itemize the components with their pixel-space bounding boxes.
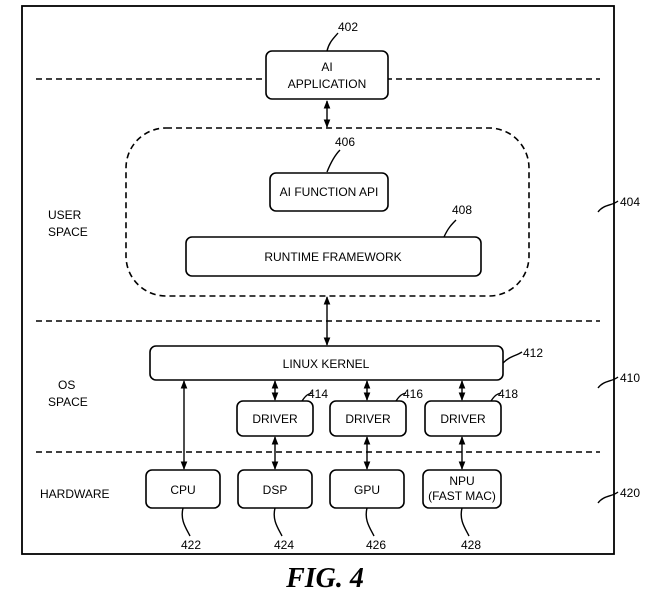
ref-leader-422 xyxy=(181,507,191,537)
region-user-space-line2: SPACE xyxy=(48,225,88,239)
driver-1-box xyxy=(236,400,314,437)
cpu-label: CPU xyxy=(170,483,195,497)
ref-428: 428 xyxy=(461,538,481,552)
ref-leader-402 xyxy=(326,32,339,52)
outer-frame xyxy=(21,5,615,555)
region-os-space-line2: SPACE xyxy=(48,395,88,409)
ref-424: 424 xyxy=(274,538,294,552)
ai-application-line2: APPLICATION xyxy=(288,77,366,91)
ref-404: 404 xyxy=(620,195,640,209)
ref-leader-412 xyxy=(502,351,523,364)
runtime-framework-label: RUNTIME FRAMEWORK xyxy=(264,250,401,264)
ai-function-api-box xyxy=(269,172,389,212)
runtime-group xyxy=(125,127,530,297)
figure-caption: FIG. 4 xyxy=(285,563,364,594)
driver-2-box xyxy=(329,400,407,437)
npu-label-line2: (FAST MAC) xyxy=(428,489,496,503)
ref-leader-410 xyxy=(597,376,619,389)
ref-408: 408 xyxy=(452,203,472,217)
driver-2-label: DRIVER xyxy=(345,412,391,426)
driver-3-label: DRIVER xyxy=(440,412,486,426)
region-hardware: HARDWARE xyxy=(40,487,110,501)
npu-label-line1: NPU xyxy=(449,474,474,488)
ref-406: 406 xyxy=(335,135,355,149)
ref-leader-414 xyxy=(301,392,313,402)
ref-402: 402 xyxy=(338,20,358,34)
ai-application-line1: AI xyxy=(321,60,332,74)
ref-418: 418 xyxy=(498,387,518,401)
ref-420: 420 xyxy=(620,486,640,500)
ref-leader-406 xyxy=(326,149,341,173)
ai-application-box xyxy=(265,50,389,100)
ref-leader-424 xyxy=(273,507,283,537)
ai-function-api-label: AI FUNCTION API xyxy=(280,185,379,199)
ref-414: 414 xyxy=(308,387,328,401)
driver-1-label: DRIVER xyxy=(252,412,298,426)
ref-426: 426 xyxy=(366,538,386,552)
ref-422: 422 xyxy=(181,538,201,552)
ref-410: 410 xyxy=(620,371,640,385)
ref-416: 416 xyxy=(403,387,423,401)
region-user-space-line1: USER xyxy=(48,208,82,222)
ref-leader-428 xyxy=(460,507,470,537)
ref-leader-408 xyxy=(443,219,457,238)
driver-3-box xyxy=(424,400,502,437)
gpu-label: GPU xyxy=(354,483,380,497)
region-os-space-line1: OS xyxy=(58,378,75,392)
linux-kernel-label: LINUX KERNEL xyxy=(283,357,370,371)
dsp-label: DSP xyxy=(263,483,288,497)
runtime-framework-box xyxy=(185,236,482,277)
ref-412: 412 xyxy=(523,346,543,360)
ref-leader-418 xyxy=(490,392,502,402)
ref-leader-404 xyxy=(597,200,619,213)
ref-leader-416 xyxy=(395,392,407,402)
ref-leader-426 xyxy=(365,507,375,537)
ref-leader-420 xyxy=(597,491,619,504)
